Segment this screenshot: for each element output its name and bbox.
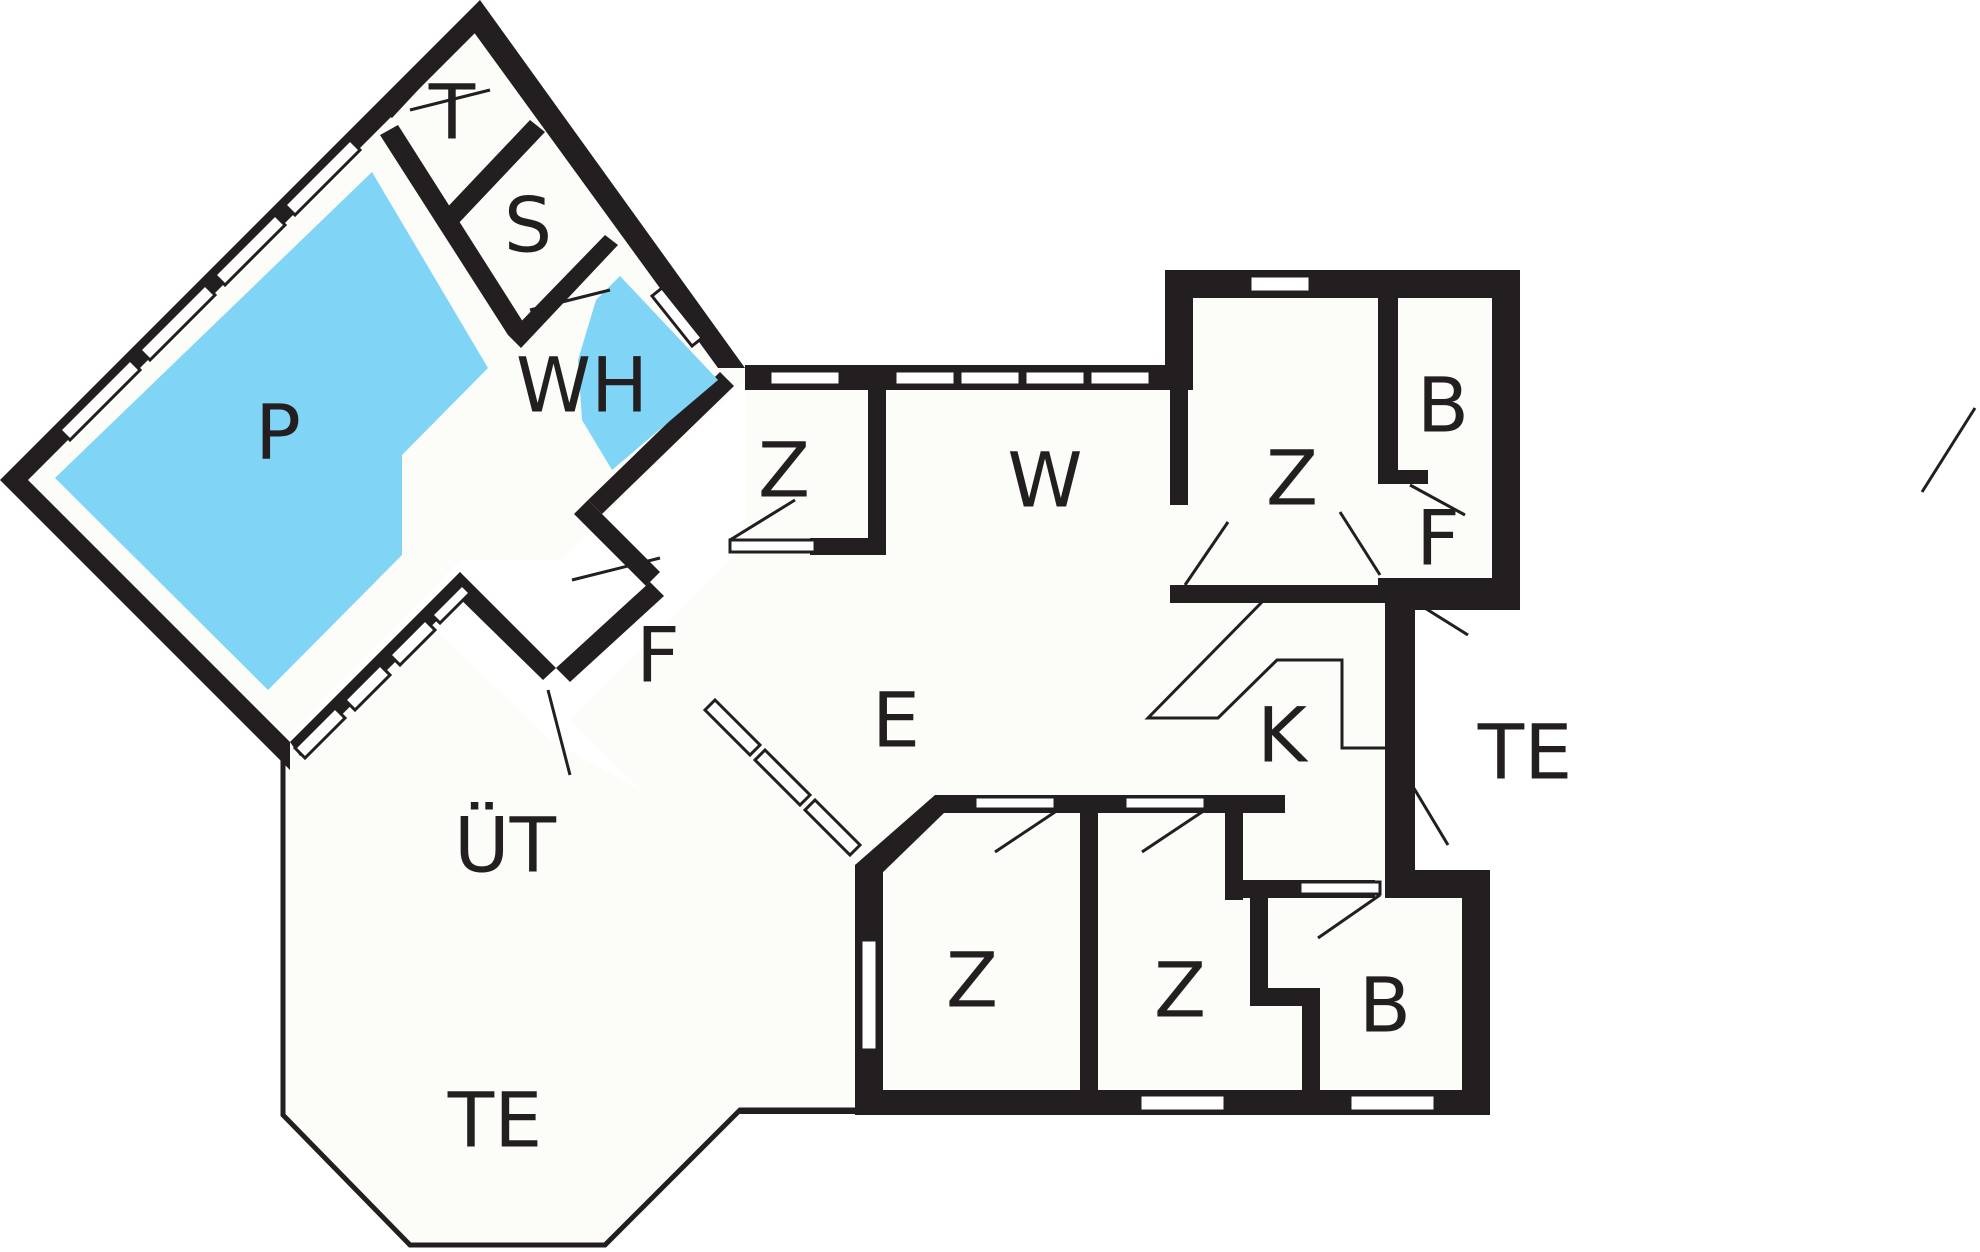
door-terrace-right bbox=[1410, 784, 1450, 846]
label-living: W bbox=[1007, 436, 1082, 525]
wall-room-step-3 bbox=[1250, 988, 1318, 1006]
label-bath-b1: B bbox=[1417, 361, 1469, 450]
wall-w-right bbox=[1170, 390, 1188, 505]
label-corridor-f1: F bbox=[1416, 494, 1460, 583]
room-labels: P WH S T Z W Z B F F E K TE ÜT TE Z Z B bbox=[255, 68, 1572, 1165]
door-z1 bbox=[729, 498, 796, 542]
label-toilet: T bbox=[428, 68, 476, 157]
wall-f-bottom bbox=[1378, 578, 1492, 588]
label-room-z1: Z bbox=[758, 426, 810, 515]
wall-corridor-diag bbox=[447, 572, 556, 680]
window-pool-nw-2 bbox=[137, 282, 218, 363]
window-entry-2 bbox=[752, 747, 813, 808]
label-sauna: S bbox=[504, 181, 552, 270]
window-pool-ne bbox=[649, 285, 705, 349]
kitchen-counter bbox=[1144, 600, 1385, 750]
wall-z1-bottom bbox=[810, 538, 886, 555]
wall-hall-right-lower bbox=[1385, 780, 1415, 870]
door-far-right bbox=[1920, 407, 1977, 493]
wall-wing-left bbox=[1165, 270, 1193, 390]
window-bath bbox=[1298, 880, 1382, 896]
pool-wing-walls bbox=[0, 0, 745, 770]
label-room-z3: Z bbox=[946, 936, 998, 1025]
window-pool-nw-3 bbox=[212, 212, 288, 288]
wall-room-divider-b bbox=[1378, 298, 1398, 473]
door-f-inner bbox=[1409, 483, 1466, 517]
wall-sauna-ne bbox=[440, 120, 545, 227]
wall-toilet-top bbox=[380, 22, 472, 118]
wall-hall-right bbox=[1385, 600, 1415, 780]
wall-entry-upper bbox=[574, 500, 660, 586]
wall-z-bottom bbox=[1170, 585, 1415, 603]
label-room-z4: Z bbox=[1154, 946, 1206, 1035]
label-room-z2: Z bbox=[1266, 434, 1318, 523]
window-wing-top bbox=[1248, 274, 1312, 294]
wall-pool-outer-nw bbox=[0, 0, 480, 480]
label-corridor-f2: F bbox=[636, 611, 680, 700]
wall-room-step-2 bbox=[1250, 895, 1268, 1005]
wall-room-divider-2 bbox=[1225, 810, 1243, 900]
wall-b-bottom bbox=[1378, 470, 1428, 484]
label-bath-b2: B bbox=[1359, 961, 1411, 1050]
floor-terrace-left bbox=[280, 620, 860, 1245]
pool-windows bbox=[57, 137, 863, 858]
terrace-left-outline bbox=[280, 755, 860, 1248]
window-pool-se-1 bbox=[292, 705, 348, 761]
wall-right-outer bbox=[1492, 270, 1520, 610]
window-bottom-2 bbox=[1348, 1093, 1437, 1113]
pool-water bbox=[55, 172, 488, 690]
label-pool: P bbox=[255, 388, 301, 477]
door-z2 bbox=[1338, 511, 1382, 576]
wall-entry-diag bbox=[588, 372, 734, 514]
window-left-room bbox=[859, 938, 879, 1052]
window-pool-se-3 bbox=[387, 617, 438, 668]
wall-right-step bbox=[1415, 585, 1520, 610]
wall-pool-outer-sw bbox=[0, 480, 290, 770]
window-entry-1 bbox=[702, 697, 763, 758]
door-bath bbox=[1317, 893, 1381, 940]
window-main-top-1 bbox=[768, 369, 842, 387]
window-rooms-top-1 bbox=[973, 795, 1057, 811]
wall-rooms-diag bbox=[855, 795, 945, 880]
whirlpool-water bbox=[578, 276, 718, 470]
door-room-2 bbox=[1141, 808, 1206, 854]
window-pool-se-4 bbox=[429, 582, 473, 626]
wall-room-divider-3 bbox=[1302, 988, 1320, 1103]
label-covered-terrace: ÜT bbox=[454, 801, 557, 890]
door-sauna bbox=[529, 288, 611, 312]
window-pool-nw-4 bbox=[282, 137, 363, 218]
door-lines bbox=[409, 88, 1977, 940]
window-pool-se-2 bbox=[342, 662, 393, 713]
window-entry-3 bbox=[802, 797, 863, 858]
wall-sauna-se bbox=[508, 235, 618, 348]
window-rooms-top-2 bbox=[1123, 795, 1207, 811]
door-room-1 bbox=[994, 808, 1059, 854]
label-kitchen: K bbox=[1257, 691, 1309, 780]
door-toilet bbox=[409, 88, 491, 112]
window-bottom-1 bbox=[1138, 1093, 1227, 1113]
label-whirlpool: WH bbox=[516, 341, 648, 430]
label-entrance: E bbox=[872, 676, 920, 765]
window-z1-bottom bbox=[728, 538, 817, 554]
label-terrace-right: TE bbox=[1477, 708, 1572, 797]
wall-z1-right bbox=[868, 390, 886, 555]
window-main-top-3 bbox=[958, 369, 1022, 387]
door-entry bbox=[546, 689, 572, 776]
wall-bath-right bbox=[1462, 870, 1490, 1115]
window-pool-nw-1 bbox=[57, 357, 143, 443]
door-w bbox=[1183, 521, 1230, 586]
door-corridor bbox=[571, 556, 661, 582]
wall-wing-top bbox=[1165, 270, 1520, 298]
wall-room-divider-1 bbox=[1080, 810, 1098, 1100]
window-main-top-4 bbox=[1023, 369, 1087, 387]
window-main-top-2 bbox=[893, 369, 957, 387]
windows bbox=[728, 274, 1437, 1113]
label-terrace-left: TE bbox=[447, 1076, 542, 1165]
wall-entry-left bbox=[556, 582, 664, 682]
door-f-outer bbox=[1419, 603, 1469, 637]
window-main-top-5 bbox=[1088, 369, 1152, 387]
wall-pool-outer-ne bbox=[465, 0, 745, 368]
wall-pool-inner-diag bbox=[380, 125, 525, 335]
